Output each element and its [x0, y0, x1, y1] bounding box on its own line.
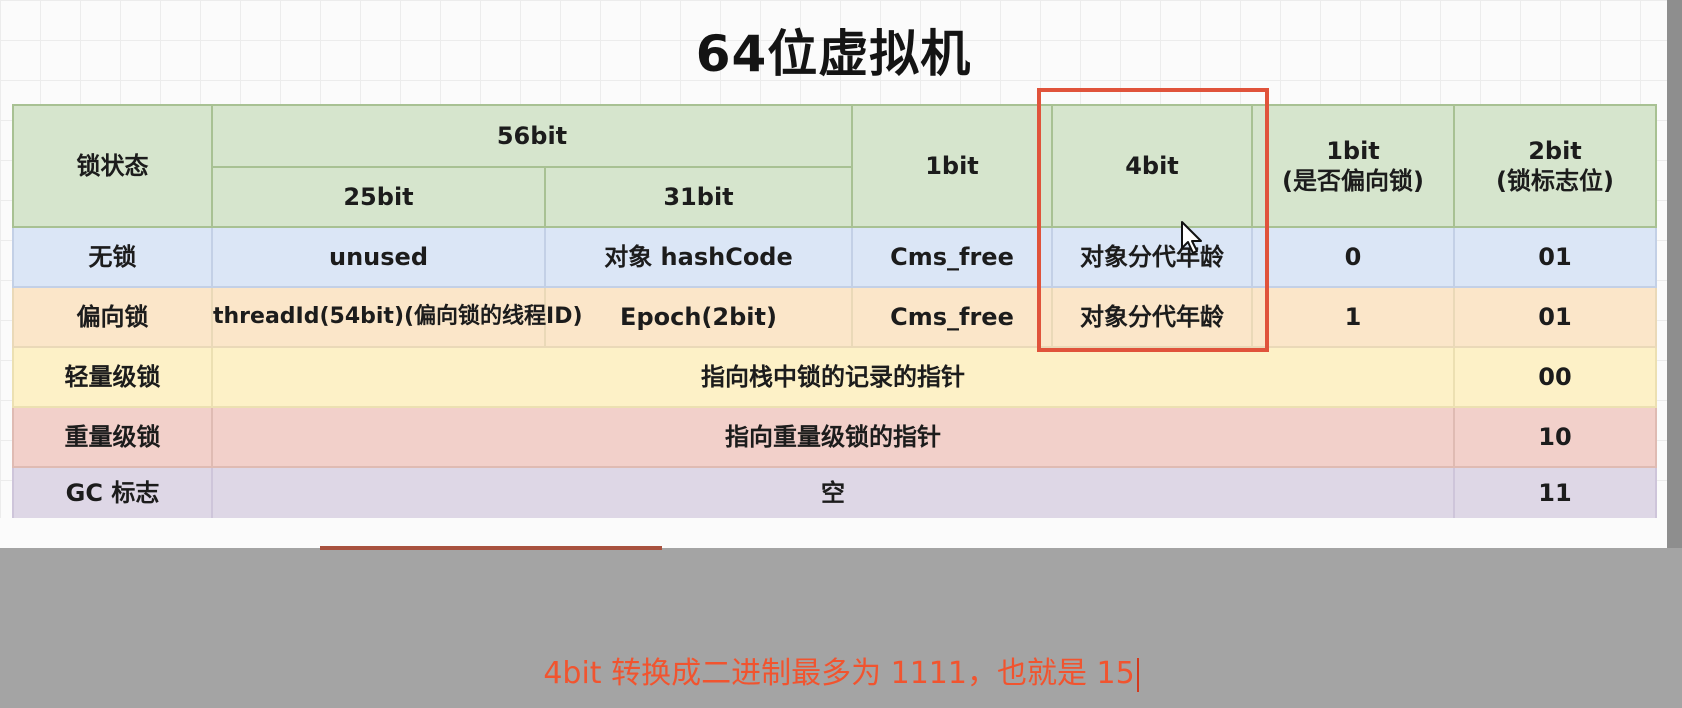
- slide-edge: [1667, 0, 1682, 548]
- row-cell: Cms_free: [851, 286, 1053, 348]
- table-row-no-lock: 无锁 unused 对象 hashCode Cms_free 对象分代年龄 0 …: [12, 226, 1657, 288]
- row-state: 轻量级锁: [12, 346, 213, 408]
- text-caret: [1136, 657, 1139, 692]
- row-state: GC 标志: [12, 466, 213, 520]
- header-lock-flag-bits: 2bit: [1528, 137, 1582, 165]
- row-cell: 1: [1251, 286, 1455, 348]
- header-lock-state: 锁状态: [12, 104, 213, 228]
- header-1bit: 1bit: [851, 104, 1053, 228]
- subtitle-caption: 4bit 转换成二进制最多为 1111，也就是 15: [0, 648, 1682, 692]
- row-cell: 00: [1453, 346, 1657, 408]
- row-cell: unused: [211, 226, 546, 288]
- row-cell: 0: [1251, 226, 1455, 288]
- row-cell: 10: [1453, 406, 1657, 468]
- row-cell: 对象 hashCode: [544, 226, 853, 288]
- row-cell: threadId(54bit)(偏向锁的线程ID): [211, 286, 583, 348]
- row-cell: 对象分代年龄: [1051, 226, 1253, 288]
- header-31bit: 31bit: [544, 166, 853, 228]
- header-25bit: 25bit: [211, 166, 546, 228]
- row-cell: Epoch(2bit): [544, 286, 853, 348]
- table-row-heavyweight-lock: 重量级锁 指向重量级锁的指针 10: [12, 406, 1657, 468]
- row-cell: Cms_free: [851, 226, 1053, 288]
- mouse-pointer-icon: [1181, 221, 1202, 254]
- row-cell: 01: [1453, 226, 1657, 288]
- header-row-2: 25bit 31bit: [13, 166, 1656, 228]
- table-row-biased-lock: 偏向锁 threadId(54bit)(偏向锁的线程ID) Epoch(2bit…: [12, 286, 1657, 348]
- header-56bit: 56bit: [211, 104, 853, 168]
- header-biased-flag: 1bit (是否偏向锁): [1251, 104, 1455, 228]
- slide-title: 64位虚拟机: [695, 25, 972, 83]
- header-biased-flag-bits: 1bit: [1326, 137, 1380, 165]
- row-state: 重量级锁: [12, 406, 213, 468]
- header-row-1: 锁状态 56bit 1bit 4bit 1bit (是否偏向锁) 2bit (锁…: [12, 104, 1657, 228]
- row-state: 无锁: [12, 226, 213, 288]
- table-row-lightweight-lock: 轻量级锁 指向栈中锁的记录的指针 00: [12, 346, 1657, 408]
- slide-bottom-strip: [320, 546, 662, 550]
- header-4bit: 4bit: [1051, 104, 1253, 228]
- header-biased-flag-label: (是否偏向锁): [1282, 167, 1424, 195]
- header-lock-flag: 2bit (锁标志位): [1453, 104, 1657, 228]
- row-cell: 对象分代年龄: [1051, 286, 1253, 348]
- table-row-gc-flag: GC 标志 空 11: [12, 466, 1657, 520]
- slide-bottom-mask: [0, 518, 1667, 548]
- row-cell: 11: [1453, 466, 1657, 520]
- caption-text: 4bit 转换成二进制最多为 1111，也就是 15: [543, 656, 1135, 691]
- mark-word-table: 锁状态 56bit 1bit 4bit 1bit (是否偏向锁) 2bit (锁…: [12, 104, 1657, 520]
- row-merged-cell: 指向栈中锁的记录的指针: [211, 346, 1455, 408]
- header-lock-flag-label: (锁标志位): [1496, 167, 1614, 195]
- row-merged-cell: 空: [211, 466, 1455, 520]
- row-cell: 01: [1453, 286, 1657, 348]
- row-merged-cell: 指向重量级锁的指针: [211, 406, 1455, 468]
- row-state: 偏向锁: [12, 286, 213, 348]
